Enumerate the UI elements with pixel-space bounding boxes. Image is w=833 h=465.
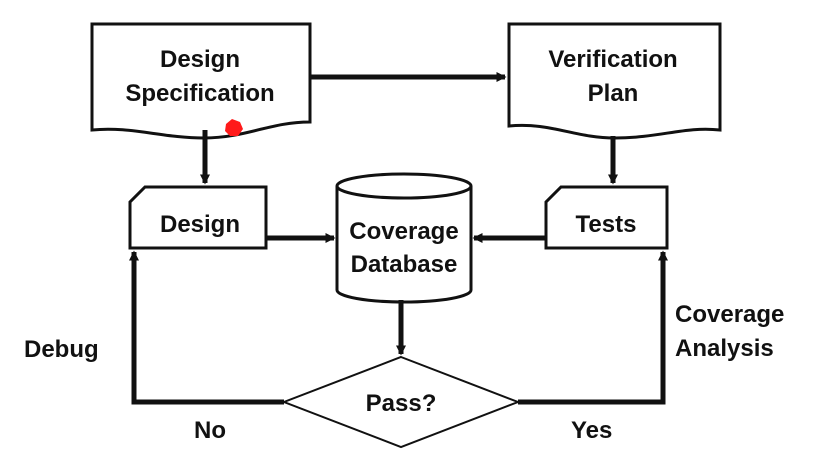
coverage-analysis-label-line2: Analysis — [675, 335, 774, 362]
red-marker — [225, 119, 243, 136]
coverage-database-label-line1: Coverage — [349, 218, 458, 245]
no-label: No — [194, 417, 226, 444]
verification-plan-label-line1: Verification — [548, 46, 677, 73]
design-specification-label-line2: Specification — [125, 80, 274, 107]
design-label: Design — [160, 211, 240, 238]
design-specification-label-line1: Design — [160, 46, 240, 73]
tests-label: Tests — [576, 211, 637, 238]
debug-label: Debug — [24, 336, 99, 363]
coverage-database-node: Coverage Database — [335, 172, 473, 304]
yes-label: Yes — [571, 417, 612, 444]
pass-decision-node: Pass? — [281, 355, 521, 449]
coverage-analysis-label-line1: Coverage — [675, 301, 784, 328]
design-specification-node: Design Specification — [90, 22, 312, 140]
arrow-yes-coverage-to-tests — [518, 250, 668, 405]
design-node: Design — [128, 185, 268, 250]
arrows — [129, 72, 668, 405]
pass-decision-label: Pass? — [366, 390, 437, 417]
tests-node: Tests — [544, 185, 669, 250]
coverage-database-label-line2: Database — [351, 251, 458, 278]
arrow-no-debug-to-design — [129, 250, 284, 405]
verification-plan-label-line2: Plan — [588, 80, 639, 107]
verification-plan-node: Verification Plan — [507, 22, 722, 140]
